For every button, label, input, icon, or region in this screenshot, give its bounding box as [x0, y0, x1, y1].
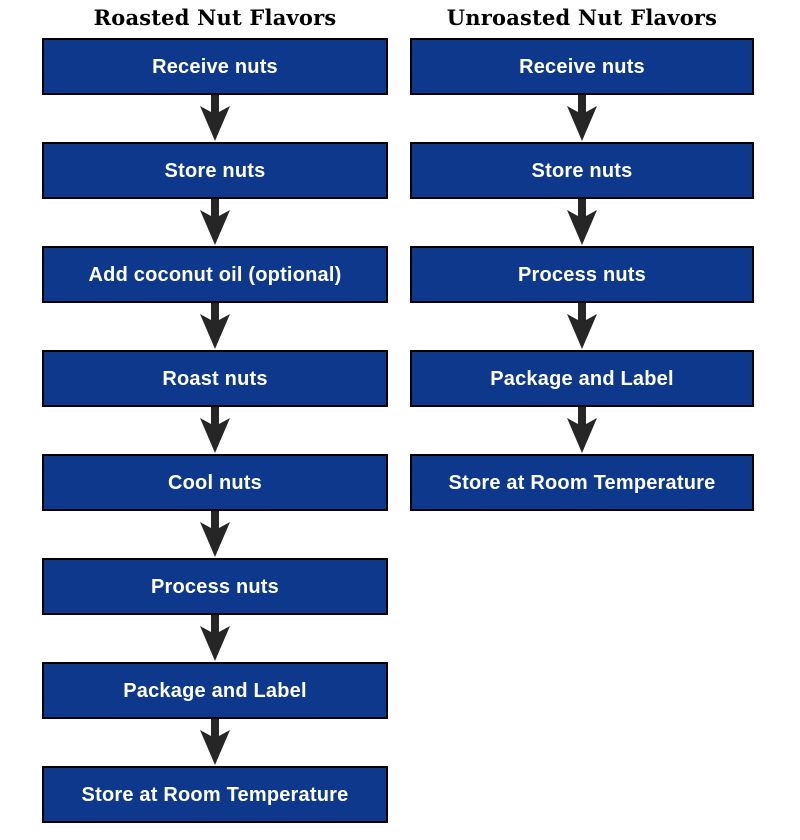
down-arrow-icon [42, 407, 388, 454]
step-label: Receive nuts [519, 55, 645, 78]
step-label: Receive nuts [152, 55, 278, 78]
down-arrow-icon [42, 95, 388, 142]
step-box: Roast nuts [42, 350, 388, 407]
step-label: Package and Label [490, 367, 674, 390]
step-label: Process nuts [517, 263, 646, 286]
step-box: Process nuts [410, 246, 754, 303]
step-label: Store nuts [531, 159, 633, 182]
step-box: Store at Room Temperature [410, 454, 754, 511]
down-arrow-icon [42, 199, 388, 246]
step-box: Store at Room Temperature [42, 766, 388, 823]
step-label: Store nuts [164, 159, 266, 182]
step-label: Add coconut oil (optional) [88, 263, 342, 286]
down-arrow-icon [42, 615, 388, 662]
step-box: Add coconut oil (optional) [42, 246, 388, 303]
step-label: Store at Room Temperature [81, 783, 349, 806]
step-label: Package and Label [123, 679, 307, 702]
step-label: Store at Room Temperature [448, 471, 716, 494]
step-box: Store nuts [42, 142, 388, 199]
down-arrow-icon [410, 199, 754, 246]
down-arrow-icon [410, 303, 754, 350]
column-title-roasted: Roasted Nut Flavors [93, 5, 337, 30]
step-box: Process nuts [42, 558, 388, 615]
step-box: Receive nuts [42, 38, 388, 95]
down-arrow-icon [410, 407, 754, 454]
down-arrow-icon [42, 303, 388, 350]
step-box: Package and Label [410, 350, 754, 407]
step-box: Receive nuts [410, 38, 754, 95]
step-box: Cool nuts [42, 454, 388, 511]
down-arrow-icon [42, 719, 388, 766]
column-title-unroasted: Unroasted Nut Flavors [446, 5, 718, 30]
step-label: Cool nuts [167, 471, 262, 494]
step-label: Roast nuts [162, 367, 268, 390]
step-box: Store nuts [410, 142, 754, 199]
down-arrow-icon [42, 511, 388, 558]
step-label: Process nuts [150, 575, 279, 598]
down-arrow-icon [410, 95, 754, 142]
step-box: Package and Label [42, 662, 388, 719]
